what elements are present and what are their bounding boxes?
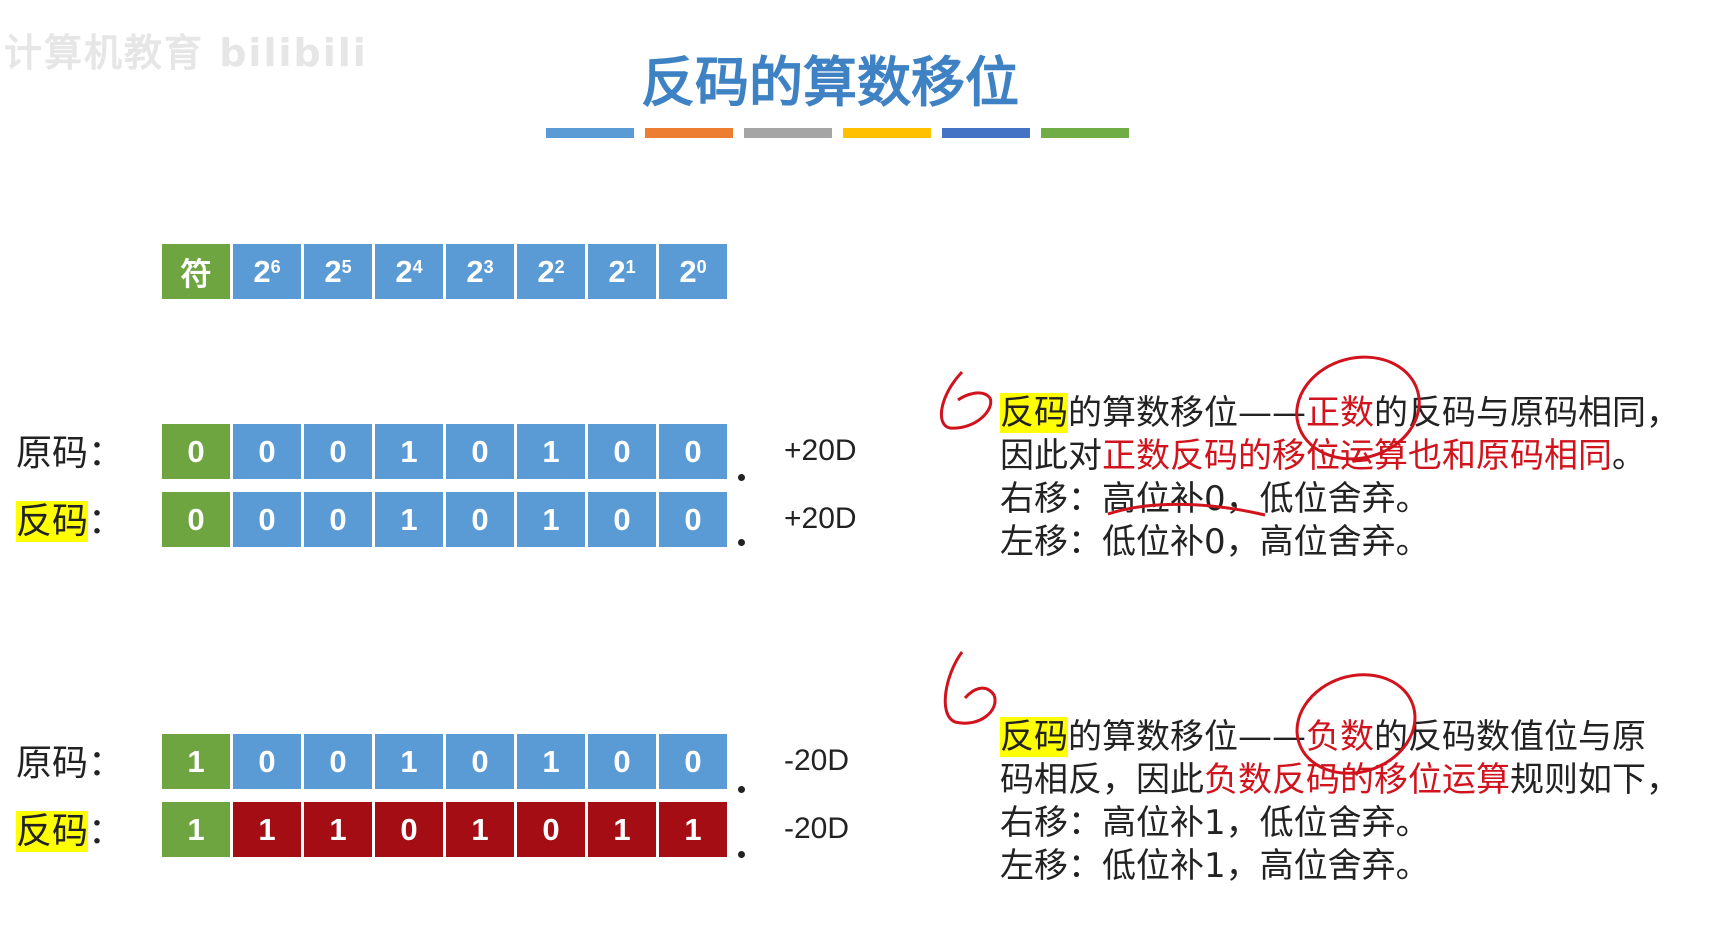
note-line: 左移：低位补0，高位舍弃。 xyxy=(1000,522,1430,562)
sign-bit-cell: 0 xyxy=(162,424,230,479)
bit-cell: 0 xyxy=(446,734,514,789)
bit-cell: 0 xyxy=(588,492,656,547)
slide-title: 反码的算数移位 xyxy=(641,51,1019,114)
bit-cell: 1 xyxy=(375,734,443,789)
bit-cell: 0 xyxy=(233,424,301,479)
bit-cell: 0 xyxy=(446,424,514,479)
color-bar-segment xyxy=(1041,128,1129,138)
bit-cell: 1 xyxy=(517,492,585,547)
note-line: 右移：高位补0，低位舍弃。 xyxy=(1000,479,1430,519)
color-bar-segment xyxy=(744,128,832,138)
note-line: 因此对正数反码的移位运算也和原码相同。 xyxy=(1000,436,1646,476)
decimal-value: +20D xyxy=(784,434,857,467)
bit-cell: 1 xyxy=(375,492,443,547)
color-bar-segment xyxy=(942,128,1030,138)
binary-point-dot xyxy=(738,786,745,793)
bit-cell: 1 xyxy=(517,424,585,479)
bit-cell: 0 xyxy=(659,492,727,547)
binary-point-dot xyxy=(738,539,745,546)
row-label-ones-complement: 反码： xyxy=(16,501,125,542)
bit-cell: 0 xyxy=(304,492,372,547)
note-line: 右移：高位补1，低位舍弃。 xyxy=(1000,803,1430,843)
decimal-value: -20D xyxy=(784,744,850,777)
sign-bit-header: 符 xyxy=(162,244,230,299)
color-bar-segment xyxy=(645,128,733,138)
decimal-value: -20D xyxy=(784,812,850,845)
row-label-sign-magnitude: 原码： xyxy=(16,433,125,474)
note-line: 左移：低位补1，高位舍弃。 xyxy=(1000,846,1430,886)
bit-cell: 0 xyxy=(588,424,656,479)
bit-cell: 0 xyxy=(446,492,514,547)
binary-point-dot xyxy=(738,851,745,858)
bit-cell: 1 xyxy=(233,802,301,857)
row-label-sign-magnitude: 原码： xyxy=(16,743,125,784)
bit-cell: 0 xyxy=(659,734,727,789)
note-line: 反码的算数移位——正数的反码与原码相同， xyxy=(1000,393,1680,433)
bit-cell: 1 xyxy=(659,802,727,857)
bit-cell: 1 xyxy=(588,802,656,857)
color-bar-segment xyxy=(546,128,634,138)
color-bar-segment xyxy=(843,128,931,138)
decimal-value: +20D xyxy=(784,502,857,535)
note-positive-shift: 反码的算数移位——正数的反码与原码相同， 因此对正数反码的移位运算也和原码相同。… xyxy=(1000,392,1720,564)
bit-cell: 0 xyxy=(233,734,301,789)
bit-cell: 0 xyxy=(375,802,443,857)
watermark: 计算机教育 bilibili xyxy=(4,31,368,75)
note-negative-shift: 反码的算数移位——负数的反码数值位与原 码相反，因此负数反码的移位运算规则如下，… xyxy=(1000,716,1720,888)
bit-cell: 0 xyxy=(304,424,372,479)
bit-cell: 0 xyxy=(588,734,656,789)
bit-cell: 0 xyxy=(233,492,301,547)
note-line: 反码的算数移位——负数的反码数值位与原 xyxy=(1000,717,1646,757)
sign-bit-cell: 0 xyxy=(162,492,230,547)
ink-mark-1 xyxy=(940,370,993,430)
bit-cell: 0 xyxy=(517,802,585,857)
row-label-ones-complement: 反码： xyxy=(16,811,125,852)
bit-cell: 0 xyxy=(304,734,372,789)
bit-cell: 0 xyxy=(659,424,727,479)
ink-mark-2 xyxy=(943,651,997,725)
bit-cell: 1 xyxy=(375,424,443,479)
note-line: 码相反，因此负数反码的移位运算规则如下， xyxy=(1000,760,1680,800)
bit-cell: 1 xyxy=(446,802,514,857)
bit-cell: 1 xyxy=(517,734,585,789)
sign-bit-cell: 1 xyxy=(162,802,230,857)
bit-cell: 1 xyxy=(304,802,372,857)
sign-bit-cell: 1 xyxy=(162,734,230,789)
binary-point-dot xyxy=(738,474,745,481)
